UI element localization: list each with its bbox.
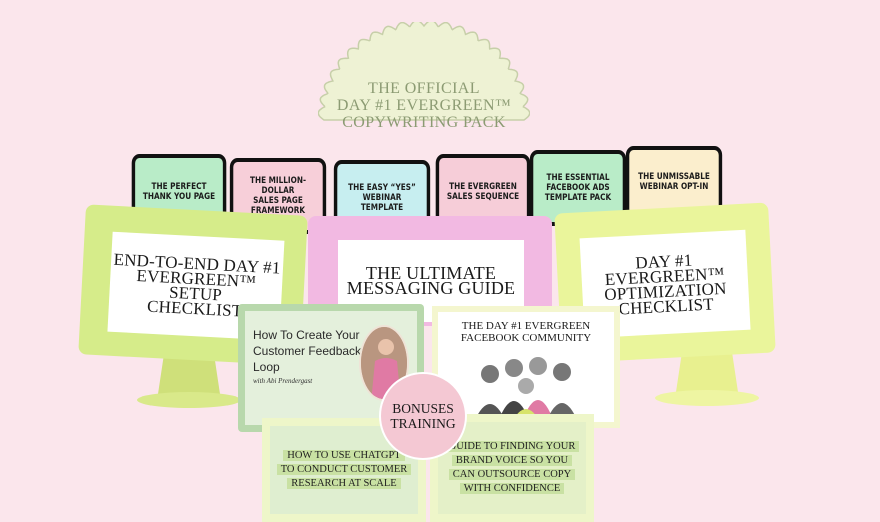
right-monitor-stand [655, 352, 759, 406]
feedback-loop-training-card: How To Create Your Customer Feedback Loo… [238, 304, 424, 432]
training-byline: with Abi Prendergast [253, 377, 313, 385]
community-group-photo [474, 357, 578, 422]
community-title: THE DAY #1 EVERGREEN FACEBOOK COMMUNITY [460, 320, 592, 344]
bonuses-training-badge: BONUSES TRAINING [379, 372, 467, 460]
scalloped-seal-badge [318, 22, 530, 121]
left-monitor-stand [137, 354, 241, 408]
pack-title: THE OFFICIAL DAY #1 EVERGREEN™ COPYWRITI… [336, 80, 512, 131]
brand-voice-guide: GUIDE TO FINDING YOUR BRAND VOICE SO YOU… [430, 414, 594, 522]
center-monitor-title: THE ULTIMATE MESSAGING GUIDE [346, 263, 516, 298]
training-title: How To Create Your Customer Feedback Loo… [253, 328, 362, 374]
